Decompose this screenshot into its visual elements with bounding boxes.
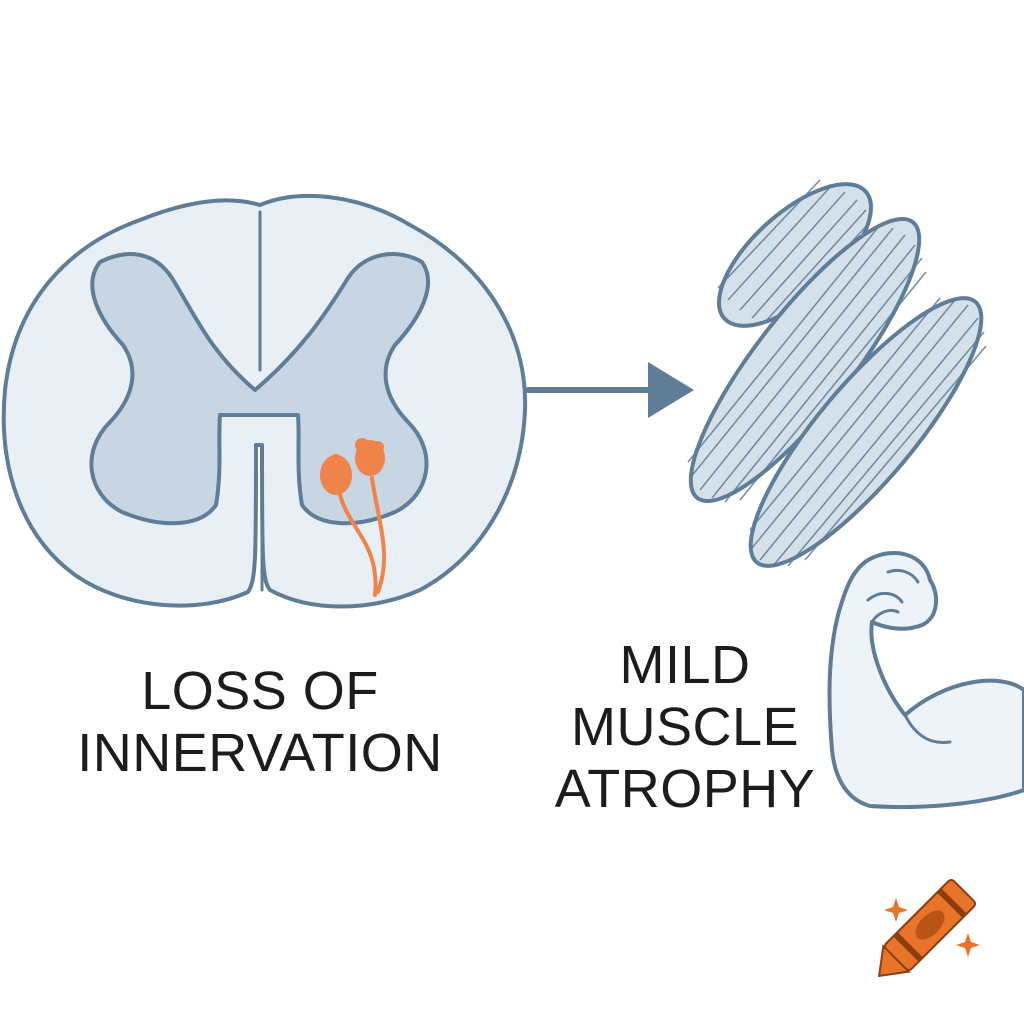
- caption-loss-of-innervation: LOSS OF INNERVATION: [40, 660, 480, 784]
- sparkle-2: [956, 933, 980, 957]
- gray-matter: [89, 252, 431, 526]
- caption-right-line-1: MILD: [619, 635, 751, 695]
- flexed-arm-icon: [827, 550, 1024, 810]
- neuron-body-1: [320, 455, 352, 495]
- crayon-icon: [877, 878, 980, 978]
- caption-left-line-2: INNERVATION: [77, 723, 443, 783]
- motor-neurons: [320, 438, 386, 597]
- spinal-cord-cross-section: [1, 193, 528, 609]
- caption-right-line-3: ATROPHY: [554, 759, 816, 819]
- muscle-bundle-2: [687, 216, 927, 504]
- caption-left-line-1: LOSS OF: [141, 661, 379, 721]
- muscle-bundle-3: [748, 296, 987, 568]
- caption-right-line-2: MUSCLE: [570, 697, 800, 757]
- right-arrow-icon: [525, 362, 694, 418]
- muscle-fiber-bundles: [687, 179, 987, 568]
- sparkle-1: [884, 898, 908, 922]
- axon-2: [370, 476, 386, 594]
- axon-1: [338, 493, 378, 597]
- caption-mild-muscle-atrophy: MILD MUSCLE ATROPHY: [510, 634, 860, 820]
